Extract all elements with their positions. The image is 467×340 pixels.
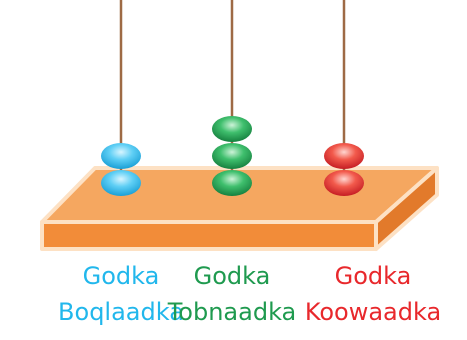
label-koowaadka: Godka Koowaadka	[298, 258, 448, 330]
label-koowaadka-line2: Koowaadka	[304, 298, 442, 326]
label-tobnaadka: Godka Tobnaadka	[157, 258, 307, 330]
label-tobnaadka-line1: Godka	[193, 262, 271, 290]
bead-boqlaadka-1	[101, 170, 141, 196]
bead-koowaadka-2	[324, 143, 364, 169]
label-boqlaadka-line2: Boqlaadka	[58, 298, 184, 326]
bead-tobnaadka-3	[212, 116, 252, 142]
base-side-face	[374, 166, 439, 251]
label-boqlaadka: Godka Boqlaadka	[46, 258, 196, 330]
bead-boqlaadka-2	[101, 143, 141, 169]
bead-koowaadka-1	[324, 170, 364, 196]
bead-tobnaadka-1	[212, 170, 252, 196]
bead-tobnaadka-2	[212, 143, 252, 169]
label-tobnaadka-line2: Tobnaadka	[167, 298, 297, 326]
beads-group	[101, 116, 364, 196]
label-koowaadka-line1: Godka	[334, 262, 412, 290]
base-front-face	[40, 220, 378, 251]
label-boqlaadka-line1: Godka	[82, 262, 160, 290]
